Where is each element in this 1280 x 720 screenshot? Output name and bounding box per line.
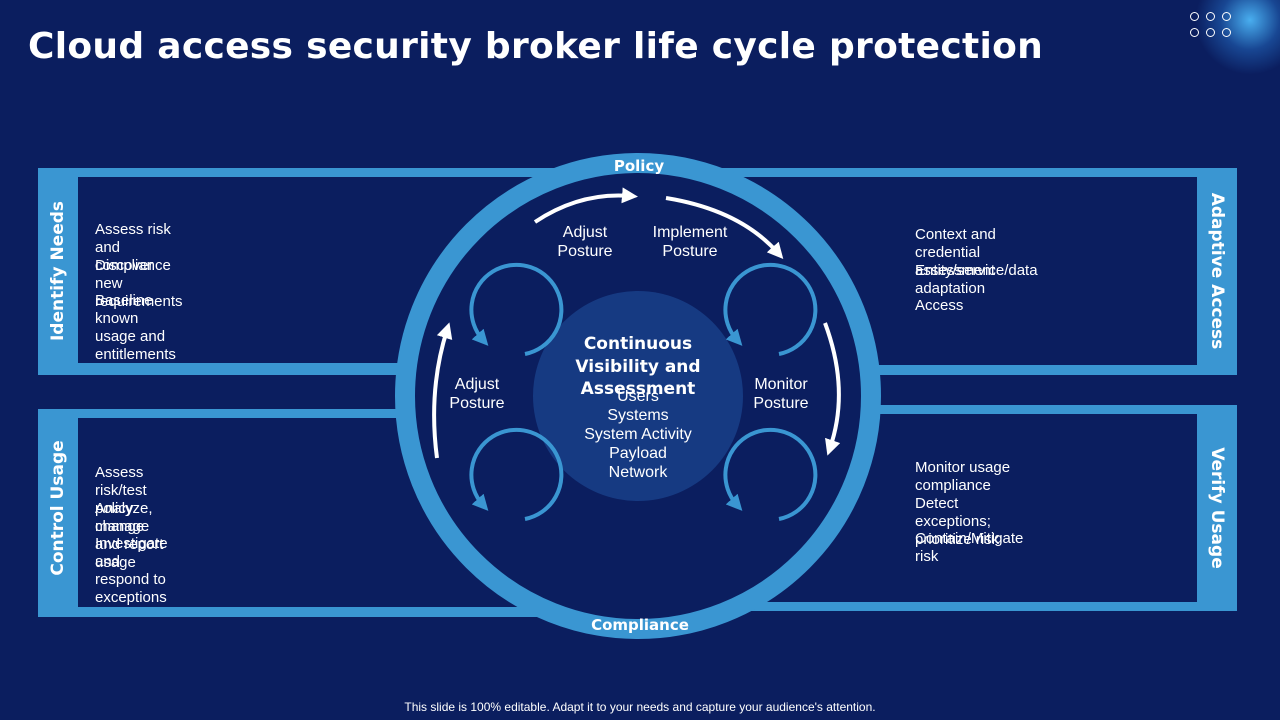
list-item: Network <box>608 464 668 481</box>
panel-item-list: Assess risk and compliance Discover new … <box>95 221 183 363</box>
page-title: Cloud access security broker life cycle … <box>28 26 1044 67</box>
list-item: Contain/Mitigate risk <box>915 530 1024 565</box>
list-item: Context and credential assessment <box>915 226 996 279</box>
ring-label-compliance: Compliance <box>591 616 689 634</box>
panel-item-list: Assess risk/test policy change Analyze, … <box>95 464 168 606</box>
dots-decoration-icon <box>1190 12 1236 40</box>
footer-note: This slide is 100% editable. Adapt it to… <box>404 700 876 714</box>
stage-adjust-posture-top: Adjust Posture <box>557 224 613 260</box>
cycle-arrow-icon <box>469 427 564 521</box>
panel-item-list: Context and credential assessment Entity… <box>915 226 1038 333</box>
curved-arrow-icon <box>665 196 784 259</box>
center-item-list: Users Systems System Activity Payload Ne… <box>584 387 692 482</box>
stage-implement-posture: Implement Posture <box>652 224 728 260</box>
stage-monitor-posture: Monitor Posture <box>753 376 809 412</box>
list-item: Systems <box>607 407 669 424</box>
list-item: Monitor usage compliance <box>915 459 1011 494</box>
list-item: Analyze, manage and report usage <box>95 499 164 571</box>
curved-arrow-icon <box>533 187 638 224</box>
list-item: Discover new requirements <box>95 256 183 310</box>
list-item: Detect exceptions; prioritize risk <box>915 494 1000 548</box>
list-item: Investigate and respond to exceptions <box>95 535 168 606</box>
ring-label-policy: Policy <box>613 157 665 175</box>
center-title: Continuous Visibility and Assessment <box>575 334 701 399</box>
cycle-arrow-icon <box>469 262 564 356</box>
list-item: Entity/service/data adaptation <box>915 261 1038 297</box>
curved-arrow-icon <box>432 322 453 459</box>
curved-arrow-icon <box>823 322 841 456</box>
list-item: Assess risk and compliance <box>95 221 171 274</box>
cycle-arrow-icon <box>723 262 818 356</box>
list-item: Payload <box>609 445 667 462</box>
stage-adjust-posture-left: Adjust Posture <box>449 376 505 412</box>
center-disc <box>533 291 743 501</box>
list-item: Access <box>915 297 964 314</box>
list-item: System Activity <box>584 426 692 443</box>
list-item: Assess risk/test policy change <box>95 464 147 535</box>
panel-item-list: Monitor usage compliance Detect exceptio… <box>915 459 1023 566</box>
cycle-arrow-icon <box>723 427 818 521</box>
list-item: Baseline known usage and entitlements <box>95 292 176 363</box>
list-item: Users <box>617 388 659 405</box>
